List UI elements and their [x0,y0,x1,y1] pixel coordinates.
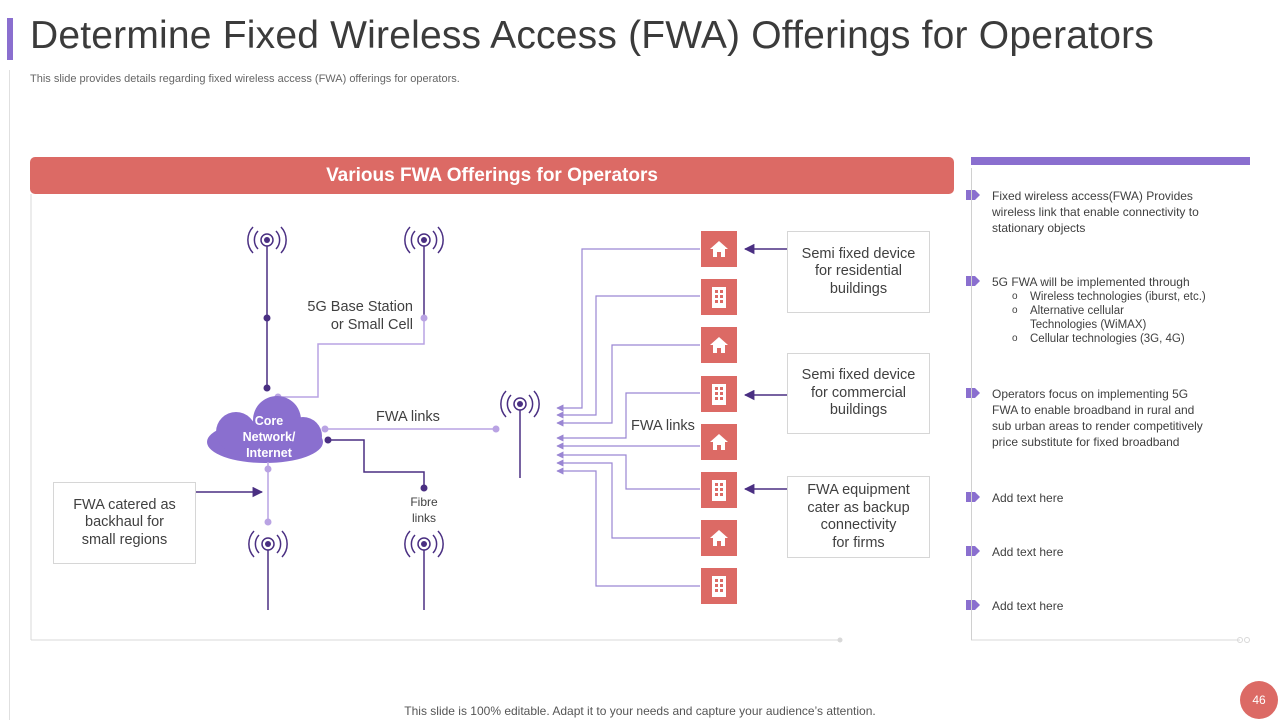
residential-building-tile [701,520,737,556]
residential-text-line: Semi fixed device [801,245,916,262]
info-subitem-text: Technologies (WiMAX) [1030,319,1147,331]
office-building-icon [712,384,726,405]
fwa-links-label: FWA links [631,418,695,434]
residential-building-tile [701,424,737,460]
info-subitem-text: Cellular technologies (3G, 4G) [1030,333,1185,345]
antenna-icon [500,390,540,418]
residential-building-tile [701,231,737,267]
backhaul-text-line: backhaul for [85,514,164,531]
commercial-building-tile [701,568,737,604]
office-building-icon [712,287,726,308]
info-item: Operators focus on implementing 5G FWA t… [992,386,1232,450]
commercial-building-tile [701,472,737,508]
commercial-building-tile [701,279,737,315]
base-station-label-line: or Small Cell [330,317,413,333]
home-icon [710,530,728,546]
page-title: Determine Fixed Wireless Access (FWA) Of… [30,14,1154,57]
core-network-label-line: Internet [246,446,292,460]
info-item-placeholder: Add text here [992,491,1064,505]
antenna-icon [248,530,288,558]
info-item-line: stationary objects [992,221,1086,235]
antenna-icon [404,530,444,558]
info-item-line: 5G FWA will be implemented through [992,275,1190,289]
commercial-building-tile [701,376,737,412]
page-subtitle: This slide provides details regarding fi… [30,73,460,85]
backhaul-text-line: FWA catered as [73,496,176,513]
core-network-label-line: Core [254,414,284,428]
residential-building-tile [701,327,737,363]
fibre-links-label-line: Fibre [410,495,438,509]
fibre-links-label-line: links [411,511,436,525]
home-icon [710,337,728,353]
commercial-text-line: buildings [829,402,888,419]
info-subitem-text: Wireless technologies (iburst, etc.) [1030,291,1206,303]
firms-text-line: for firms [832,534,885,551]
home-icon [710,241,728,257]
commercial-text-line: Semi fixed device [801,367,916,384]
info-item-line: price substitute for fixed broadband [992,435,1180,449]
info-item-placeholder: Add text here [992,545,1064,559]
office-building-icon [712,576,726,597]
firms-text-line: connectivity [820,517,897,533]
page-number-badge: 46 [1240,681,1278,719]
left-divider [9,70,10,720]
info-item-line: FWA to enable broadband in rural and [992,403,1195,417]
info-item-line: Fixed wireless access(FWA) Provides [992,189,1193,203]
firms-text-line: FWA equipment [807,482,910,498]
commercial-textbox: Semi fixed device for commercial buildin… [787,353,930,434]
cloud-icon [207,396,323,463]
commercial-text-line: for commercial [810,384,907,401]
residential-textbox: Semi fixed device for residential buildi… [787,231,930,313]
right-panel-divider [971,168,972,640]
title-accent-bar [7,18,13,60]
info-subitem-text: Alternative cellular [1030,305,1124,317]
footer-note: This slide is 100% editable. Adapt it to… [404,704,876,718]
base-station-label: 5G Base Station or Small Cell [300,298,413,334]
residential-text-line: buildings [829,280,888,297]
base-station-label-line: 5G Base Station [307,299,413,315]
info-item-line: wireless link that enable connectivity t… [992,205,1199,219]
home-icon [710,434,728,450]
core-network-label: Core Network/ Internet [220,413,318,461]
office-building-icon [712,480,726,501]
firms-textbox: FWA equipment cater as backup connectivi… [787,476,930,558]
backhaul-textbox: FWA catered as backhaul for small region… [53,482,196,564]
info-item: Fixed wireless access(FWA) Provides wire… [992,188,1232,236]
info-item-line: sub urban areas to render competitively [992,419,1203,433]
antenna-icon [404,226,444,254]
diagram-banner: Various FWA Offerings for Operators [30,157,954,194]
info-item-line: Operators focus on implementing 5G [992,387,1189,401]
right-panel-header-bar [971,157,1250,165]
info-item-placeholder: Add text here [992,599,1064,613]
fwa-links-label: FWA links [376,409,440,425]
residential-text-line: for residential [814,263,903,280]
info-subitem-continued: Technologies (WiMAX) [992,318,1232,332]
backhaul-text-line: small regions [81,531,168,548]
firms-text-line: cater as backup [807,499,910,516]
core-network-label-line: Network/ [242,430,296,444]
fibre-links-label: Fibre links [400,494,448,526]
